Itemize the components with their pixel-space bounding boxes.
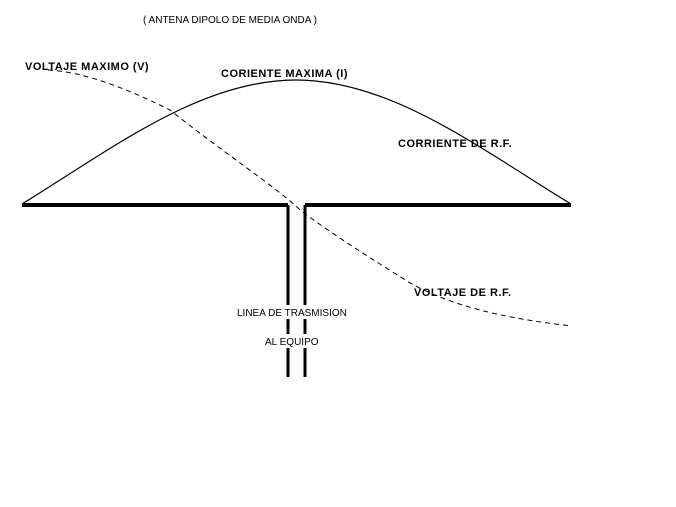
label-al-equipo: AL EQUIPO — [265, 337, 319, 348]
feedline-label-mask-2 — [284, 334, 309, 348]
diagram-title: ( ANTENA DIPOLO DE MEDIA ONDA ) — [143, 15, 317, 26]
label-corriente-maxima: CORIENTE MAXIMA (I) — [221, 68, 348, 80]
label-voltaje-rf: VOLTAJE DE R.F. — [414, 287, 512, 299]
current-curve — [21, 79, 572, 205]
label-voltaje-maximo: VOLTAJE MAXIMO (V) — [25, 61, 149, 73]
feedline-label-mask-1 — [284, 305, 309, 319]
voltage-curve — [47, 69, 573, 327]
label-linea-transmision: LINEA DE TRASMISION — [237, 308, 347, 319]
label-corriente-rf: CORRIENTE DE R.F. — [398, 138, 512, 150]
